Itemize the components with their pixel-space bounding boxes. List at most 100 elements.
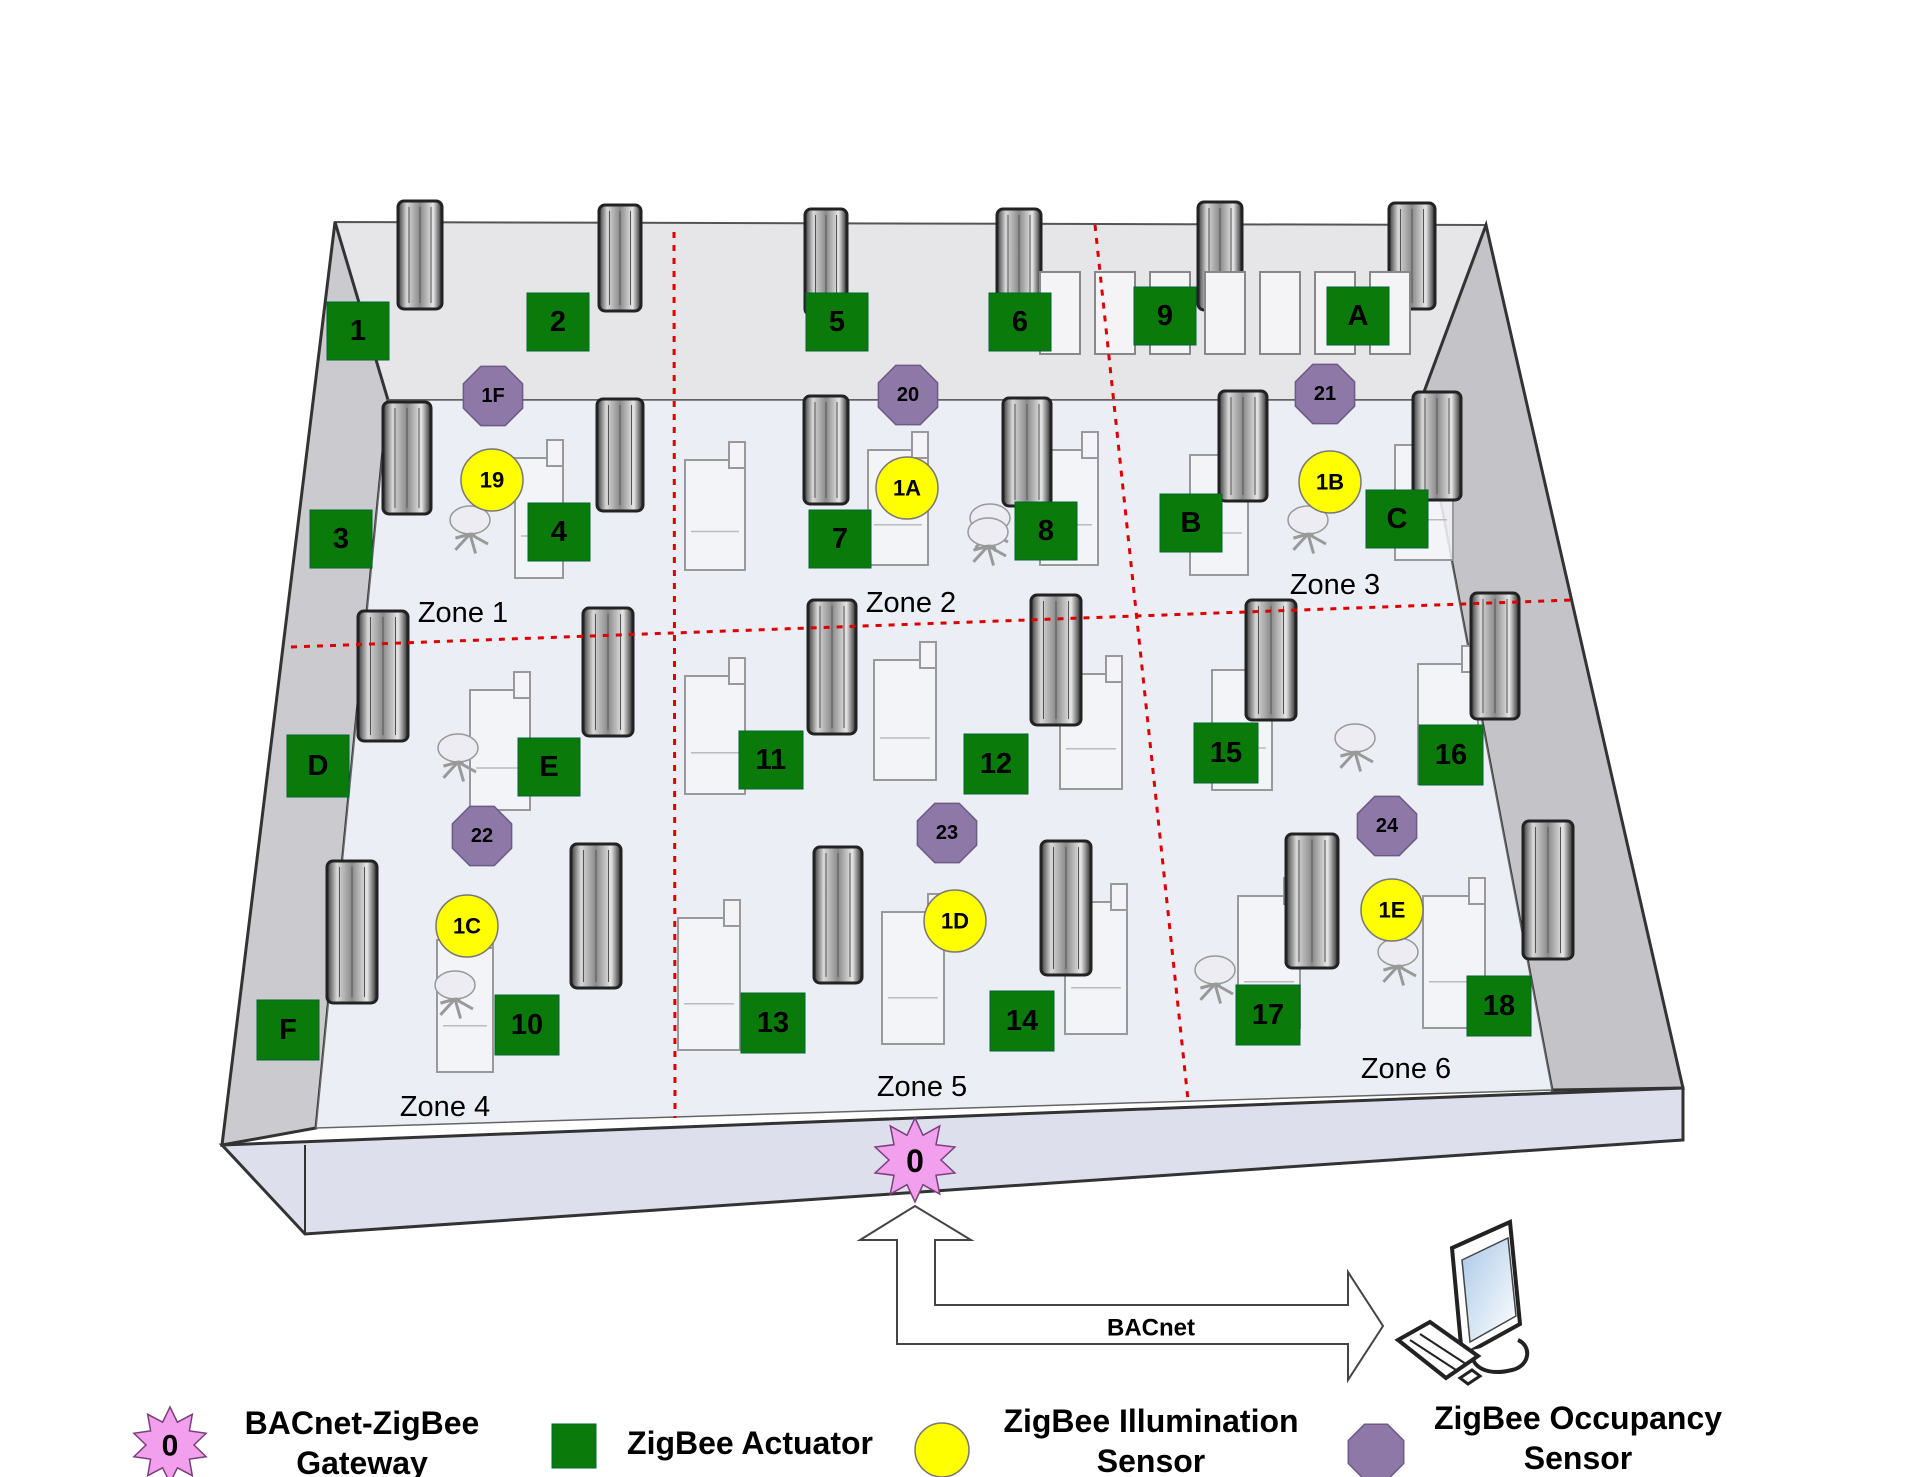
svg-text:1C: 1C <box>453 914 481 939</box>
zigbee-illumination-sensors: 19 1A 1B 1C 1D 1E <box>435 448 1424 958</box>
light-fixture-icon <box>1411 390 1463 502</box>
front-wall <box>218 1086 1685 1236</box>
actuator[interactable]: 10 <box>494 994 560 1056</box>
zigbee-occupancy-sensors: 1F 20 21 22 23 24 <box>451 363 1418 867</box>
actuator[interactable]: 13 <box>740 992 806 1054</box>
actuator[interactable]: 18 <box>1466 975 1532 1037</box>
legend-gateway-line1: BACnet-ZigBee <box>245 1405 480 1441</box>
legend-illumination: ZigBee Illumination Sensor <box>914 1403 1299 1477</box>
light-fixture-icon <box>569 842 623 990</box>
actuator[interactable]: 8 <box>1014 501 1078 561</box>
actuator[interactable]: 1 <box>326 301 390 361</box>
legend-illumination-line2: Sensor <box>1097 1443 1205 1477</box>
illumination-sensor[interactable]: 1E <box>1360 878 1424 942</box>
svg-text:12: 12 <box>980 748 1012 780</box>
svg-text:1F: 1F <box>481 385 504 407</box>
cubicle-desk-icon <box>684 441 746 571</box>
light-fixture-icon <box>1217 389 1269 503</box>
actuator[interactable]: A <box>1326 286 1390 346</box>
occupancy-sensor[interactable]: 23 <box>916 802 978 864</box>
svg-text:16: 16 <box>1435 739 1467 771</box>
actuator[interactable]: 3 <box>309 509 373 569</box>
zigbee-actuators: 1 2 5 6 9 A 3 4 7 8 B C D E 11 12 15 16 … <box>256 286 1532 1061</box>
svg-text:14: 14 <box>1006 1005 1038 1037</box>
office-chair-icon <box>1194 955 1236 1004</box>
light-fixture-icon <box>1001 396 1053 508</box>
occupancy-sensor[interactable]: 24 <box>1356 795 1418 857</box>
actuator[interactable]: D <box>286 734 350 798</box>
bacnet-link-label: BACnet <box>1107 1315 1195 1342</box>
zone-divider-v1 <box>672 231 677 1119</box>
illumination-sensor[interactable]: 1D <box>923 889 987 953</box>
cubicle-desk-icon <box>873 641 937 781</box>
actuator[interactable]: 12 <box>963 733 1029 795</box>
svg-text:8: 8 <box>1038 515 1054 547</box>
actuator[interactable]: E <box>517 737 581 797</box>
occupancy-sensor[interactable]: 22 <box>451 805 513 867</box>
legend-actuator: ZigBee Actuator <box>551 1423 873 1469</box>
office-chair-icon <box>1287 505 1329 554</box>
light-fixture-icon <box>396 199 444 311</box>
actuator[interactable]: B <box>1159 493 1223 553</box>
legend-occupancy: ZigBee Occupancy Sensor <box>1347 1400 1722 1477</box>
actuator[interactable]: 9 <box>1133 286 1197 346</box>
svg-text:17: 17 <box>1252 999 1284 1031</box>
svg-text:10: 10 <box>511 1009 543 1041</box>
light-fixture-icon <box>597 203 643 313</box>
legend-actuator-label: ZigBee Actuator <box>627 1425 873 1461</box>
zone-labels: Zone 1 Zone 2 Zone 3 Zone 4 Zone 5 Zone … <box>400 569 1451 1123</box>
zone-dividers <box>290 224 1573 1119</box>
zone-divider-h <box>290 598 1573 649</box>
cubicle-desk-icon <box>677 899 741 1051</box>
illumination-sensor[interactable]: 1C <box>435 894 499 958</box>
zone-label: Zone 6 <box>1361 1053 1451 1085</box>
svg-text:5: 5 <box>829 306 845 338</box>
svg-text:1E: 1E <box>1379 898 1406 923</box>
actuator[interactable]: 4 <box>527 502 591 562</box>
svg-text:23: 23 <box>936 822 958 844</box>
light-fixture-icon <box>381 400 433 516</box>
actuator[interactable]: 2 <box>526 292 590 352</box>
zone-label: Zone 2 <box>866 587 956 619</box>
zone-label: Zone 3 <box>1290 569 1380 601</box>
svg-text:6: 6 <box>1012 306 1028 338</box>
cubicle-desk-icon <box>684 657 746 795</box>
svg-text:1: 1 <box>350 315 366 347</box>
actuator[interactable]: 5 <box>805 292 869 352</box>
actuator[interactable]: 17 <box>1235 984 1301 1046</box>
actuator[interactable]: 16 <box>1418 724 1484 786</box>
actuator[interactable]: F <box>256 999 320 1061</box>
actuator[interactable]: C <box>1365 489 1429 549</box>
actuator[interactable]: 14 <box>989 990 1055 1052</box>
light-fixture-icon <box>595 397 645 513</box>
illumination-sensor[interactable]: 1A <box>875 456 939 520</box>
illumination-sensor[interactable]: 1B <box>1298 450 1362 514</box>
svg-text:A: A <box>1348 300 1369 332</box>
legend-gateway: 0 BACnet-ZigBee Gateway <box>132 1405 480 1477</box>
actuator[interactable]: 7 <box>808 509 872 569</box>
actuator[interactable]: 11 <box>738 730 804 790</box>
light-fixture-icon <box>1029 593 1083 727</box>
actuator[interactable]: 6 <box>988 292 1052 352</box>
legend-illumination-line1: ZigBee Illumination <box>1003 1403 1298 1439</box>
svg-text:0: 0 <box>906 1143 924 1179</box>
computer-icon <box>1394 1219 1529 1386</box>
svg-text:13: 13 <box>757 1007 789 1039</box>
occupancy-sensor[interactable]: 20 <box>877 364 939 426</box>
svg-text:F: F <box>279 1014 297 1046</box>
occupancy-sensor[interactable]: 1F <box>462 365 524 427</box>
illumination-sensor[interactable]: 19 <box>460 448 524 512</box>
window-pane <box>1259 271 1301 355</box>
svg-text:21: 21 <box>1314 383 1336 405</box>
window-pane <box>1204 271 1246 355</box>
svg-text:3: 3 <box>333 523 349 555</box>
light-fixture-icon <box>802 394 850 506</box>
svg-text:1A: 1A <box>893 476 921 501</box>
occupancy-sensor[interactable]: 21 <box>1294 363 1356 425</box>
svg-text:20: 20 <box>897 384 919 406</box>
actuator[interactable]: 15 <box>1193 722 1259 784</box>
office-chair-icon <box>449 505 491 554</box>
legend: 0 BACnet-ZigBee Gateway ZigBee Actuator … <box>132 1400 1722 1477</box>
bacnet-zigbee-gateway[interactable]: 0 <box>873 1116 957 1204</box>
